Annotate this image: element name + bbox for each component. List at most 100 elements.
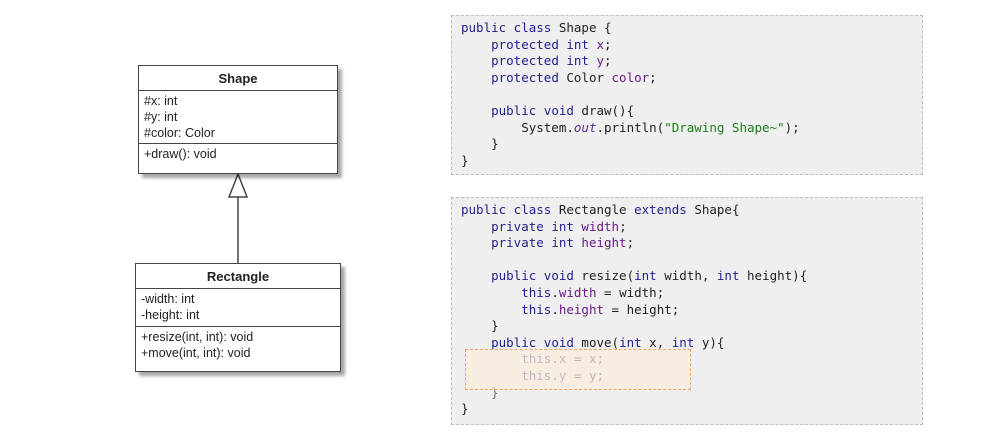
code-token: [461, 70, 491, 85]
code-line: }: [461, 153, 922, 170]
code-token: [461, 268, 491, 283]
uml-attribute: #x: int: [144, 94, 178, 108]
code-token: int: [671, 334, 702, 350]
code-token: x: [596, 36, 604, 52]
uml-methods: +draw(): void: [139, 143, 337, 164]
code-token: height: [558, 301, 605, 317]
code-token: color: [611, 69, 650, 85]
uml-class-name: Shape: [139, 66, 337, 91]
code-line: }: [461, 401, 922, 418]
code-token: Shape{: [694, 202, 740, 217]
code-line: }: [461, 318, 922, 335]
code-token: = height;: [604, 301, 680, 317]
code-line: this.width = width;: [461, 285, 922, 302]
code-token: [461, 53, 491, 68]
code-token: ;: [604, 36, 612, 52]
code-token: [461, 285, 521, 300]
code-line: public class Rectangle extends Shape{: [461, 202, 922, 219]
code-token: Rectangle: [558, 202, 635, 217]
code-token: protected int: [491, 53, 597, 69]
code-line: protected int x;: [461, 37, 922, 54]
code-token: width: [558, 284, 597, 300]
code-token: out: [573, 119, 597, 135]
code-token: int: [716, 268, 748, 284]
code-token: }: [461, 152, 469, 168]
code-token: .: [551, 301, 559, 317]
code-token: public class: [461, 20, 559, 35]
code-token: int: [619, 334, 650, 350]
code-token: public void: [491, 268, 582, 284]
code-token: Color: [566, 69, 612, 85]
code-token: [461, 335, 491, 350]
code-token: private int: [491, 218, 582, 234]
code-token: this: [521, 284, 552, 300]
code-token: resize(: [581, 268, 635, 284]
code-token: width: [581, 218, 620, 234]
code-line: [461, 252, 922, 269]
code-line: }: [461, 385, 922, 402]
code-token: [461, 103, 491, 118]
code-token: .: [551, 284, 559, 300]
code-token: );: [784, 119, 800, 135]
uml-attributes: -width: int -height: int: [136, 289, 340, 326]
code-token: y: [596, 53, 604, 69]
code-token: protected int: [491, 36, 597, 52]
code-line: public class Shape {: [461, 20, 922, 37]
code-token: [461, 235, 491, 250]
code-token: protected: [491, 69, 567, 85]
uml-method: +move(int, int): void: [141, 346, 251, 360]
code-token: System.: [461, 119, 574, 135]
code-line: [461, 86, 922, 103]
code-token: y){: [701, 334, 725, 350]
code-token: = width;: [596, 284, 665, 300]
code-token: .println(: [596, 119, 665, 135]
code-token: }: [461, 318, 499, 334]
uml-attribute: -width: int: [141, 292, 195, 306]
uml-method: +draw(): void: [144, 147, 217, 161]
code-line: public void draw(){: [461, 103, 922, 120]
code-line: }: [461, 136, 922, 153]
code-line: private int height;: [461, 235, 922, 252]
code-token: }: [461, 384, 499, 400]
code-token: [461, 302, 521, 317]
code-token: ;: [626, 235, 635, 251]
code-token: height){: [747, 268, 808, 284]
code-line: protected int y;: [461, 53, 922, 70]
code-line: private int width;: [461, 219, 922, 236]
uml-attribute: #y: int: [144, 110, 178, 124]
code-token: private int: [491, 235, 582, 251]
code-token: }: [461, 401, 469, 417]
code-token: width,: [664, 268, 717, 284]
code-token: move(: [581, 334, 620, 350]
uml-class-name: Rectangle: [136, 264, 340, 289]
code-token: }: [461, 136, 499, 152]
uml-attribute: -height: int: [141, 308, 200, 322]
code-token: int: [634, 268, 665, 284]
code-token: ;: [619, 218, 627, 234]
code-token: public class: [461, 202, 559, 217]
uml-attributes: #x: int #y: int #color: Color: [139, 91, 337, 143]
code-token: public void: [491, 102, 582, 118]
code-token: public void: [491, 334, 582, 350]
code-line: protected Color color;: [461, 70, 922, 87]
uml-attribute: #color: Color: [144, 126, 215, 140]
code-token: [461, 37, 491, 52]
uml-class-rectangle: Rectangle -width: int -height: int +resi…: [135, 263, 341, 372]
code-line: public void move(int x, int y){: [461, 335, 922, 352]
code-token: [461, 219, 491, 234]
code-block-rectangle: public class Rectangle extends Shape{ pr…: [451, 197, 923, 425]
code-token: Shape {: [558, 20, 612, 35]
code-token: height: [581, 235, 627, 251]
code-token: "Drawing Shape~": [664, 119, 785, 135]
code-block-shape: public class Shape { protected int x; pr…: [451, 15, 923, 175]
code-token: this: [521, 301, 552, 317]
code-token: ;: [604, 53, 612, 69]
code-token: ;: [649, 69, 657, 85]
code-token: x,: [649, 334, 672, 350]
uml-method: +resize(int, int): void: [141, 330, 254, 344]
move-body-highlight: [465, 349, 691, 390]
code-token: extends: [634, 202, 695, 217]
code-token: draw(){: [581, 102, 635, 118]
code-line: public void resize(int width, int height…: [461, 268, 922, 285]
